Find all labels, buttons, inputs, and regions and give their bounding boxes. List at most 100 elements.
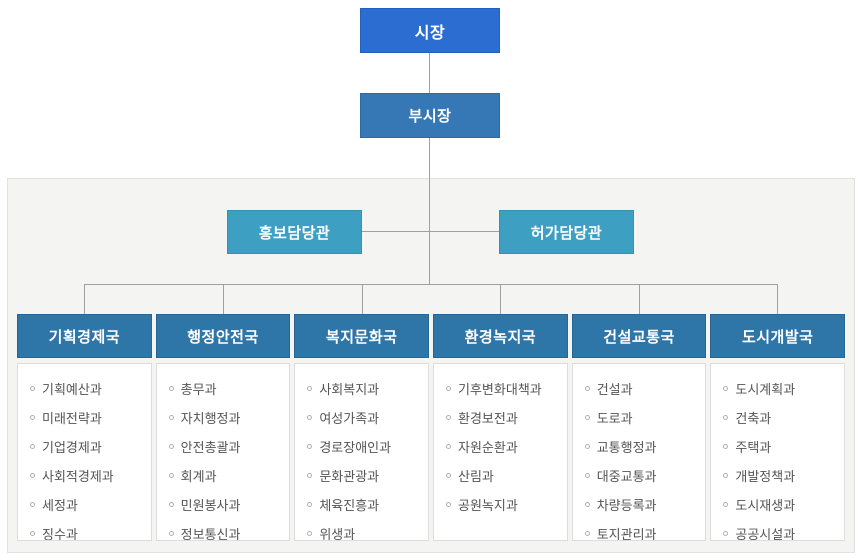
staff-permit-label: 허가담당관 <box>530 224 603 242</box>
bullet-circle-icon <box>168 415 174 420</box>
team-label: 토지관리과 <box>596 527 657 541</box>
team-label: 총무과 <box>180 382 217 397</box>
bullet-circle-icon <box>723 444 729 449</box>
team-label: 정보통신과 <box>180 527 241 541</box>
team-label: 건설과 <box>596 382 633 397</box>
bullet-circle-icon <box>446 473 452 478</box>
connector-mayor-vice <box>429 53 430 93</box>
bullet-circle-icon <box>446 415 452 420</box>
team-label: 기업경제과 <box>42 440 102 455</box>
team-label: 사회적경제과 <box>42 469 114 484</box>
staff-pr-label: 홍보담당관 <box>258 224 331 242</box>
team-item: 도로과 <box>584 403 706 432</box>
team-item: 건축과 <box>723 403 844 432</box>
team-item: 민원봉사과 <box>168 490 290 519</box>
team-label: 사회복지과 <box>319 382 380 397</box>
team-item: 개발정책과 <box>723 461 844 490</box>
team-label: 교통행정과 <box>596 440 657 455</box>
team-label: 세정과 <box>42 498 78 513</box>
connector-distribution <box>84 284 778 285</box>
team-item: 건설과 <box>584 374 706 403</box>
team-label: 경로장애인과 <box>319 440 392 455</box>
team-label: 산림과 <box>458 469 494 484</box>
vice-mayor-label: 부시장 <box>408 108 452 125</box>
connector-stub-6 <box>777 284 778 314</box>
team-label: 기획예산과 <box>42 382 102 397</box>
department-header: 기획경제국 <box>17 314 152 358</box>
team-item: 문화관광과 <box>307 461 428 490</box>
bullet-circle-icon <box>30 473 35 478</box>
team-item: 여성가족과 <box>307 403 428 432</box>
bullet-circle-icon <box>168 502 174 507</box>
bullet-circle-icon <box>30 444 35 449</box>
team-item: 자원순환과 <box>446 432 567 461</box>
team-label: 자치행정과 <box>180 411 241 426</box>
department-header: 복지문화국 <box>294 314 430 358</box>
team-item: 공공시설과 <box>723 519 844 541</box>
team-item: 경로장애인과 <box>307 432 428 461</box>
mayor-label: 시장 <box>414 24 446 42</box>
bullet-circle-icon <box>723 386 729 391</box>
connector-stub-5 <box>639 284 640 314</box>
bullet-circle-icon <box>723 473 729 478</box>
department-label: 환경녹지국 <box>464 328 537 346</box>
team-label: 기후변화대책과 <box>458 382 542 397</box>
staff-box-pr: 홍보담당관 <box>227 210 362 254</box>
bullet-circle-icon <box>168 531 174 536</box>
connector-staff-left <box>362 231 430 232</box>
team-item: 대중교통과 <box>584 461 706 490</box>
team-label: 여성가족과 <box>319 411 380 426</box>
department-label: 건설교통국 <box>603 328 675 346</box>
team-label: 차량등록과 <box>596 498 657 513</box>
team-item: 미래전략과 <box>30 403 151 432</box>
team-label: 안전총괄과 <box>180 440 241 455</box>
bullet-circle-icon <box>446 386 452 391</box>
bullet-circle-icon <box>584 386 590 391</box>
team-item: 도시재생과 <box>723 490 844 519</box>
team-item: 기업경제과 <box>30 432 151 461</box>
team-item: 자치행정과 <box>168 403 290 432</box>
bullet-circle-icon <box>30 415 35 420</box>
team-item: 기후변화대책과 <box>446 374 567 403</box>
team-item: 안전총괄과 <box>168 432 290 461</box>
team-item: 교통행정과 <box>584 432 706 461</box>
bullet-circle-icon <box>446 502 452 507</box>
team-label: 미래전략과 <box>42 411 102 426</box>
team-label: 도로과 <box>596 411 633 426</box>
team-label: 개발정책과 <box>735 469 796 484</box>
bullet-circle-icon <box>168 386 174 391</box>
team-item: 사회복지과 <box>307 374 428 403</box>
connector-staff-right <box>430 231 499 232</box>
team-label: 공공시설과 <box>735 527 796 541</box>
team-label: 민원봉사과 <box>180 498 241 513</box>
team-item: 위생과 <box>307 519 428 541</box>
team-label: 환경보전과 <box>458 411 518 426</box>
team-item: 체육진흥과 <box>307 490 428 519</box>
team-label: 위생과 <box>319 527 356 541</box>
connector-vice-trunk <box>429 138 430 284</box>
team-label: 건축과 <box>735 411 772 426</box>
team-item: 사회적경제과 <box>30 461 151 490</box>
mayor-box: 시장 <box>360 8 500 53</box>
bullet-circle-icon <box>168 473 174 478</box>
department-label: 행정안전국 <box>187 328 259 346</box>
bullet-circle-icon <box>584 444 590 449</box>
bullet-circle-icon <box>30 386 35 391</box>
bullet-circle-icon <box>307 531 313 536</box>
team-item: 공원녹지과 <box>446 490 567 519</box>
bullet-circle-icon <box>584 502 590 507</box>
connector-stub-4 <box>500 284 501 314</box>
team-item: 세정과 <box>30 490 151 519</box>
team-item: 차량등록과 <box>584 490 706 519</box>
team-label: 체육진흥과 <box>319 498 380 513</box>
bullet-circle-icon <box>30 502 35 507</box>
team-label: 자원순환과 <box>458 440 518 455</box>
